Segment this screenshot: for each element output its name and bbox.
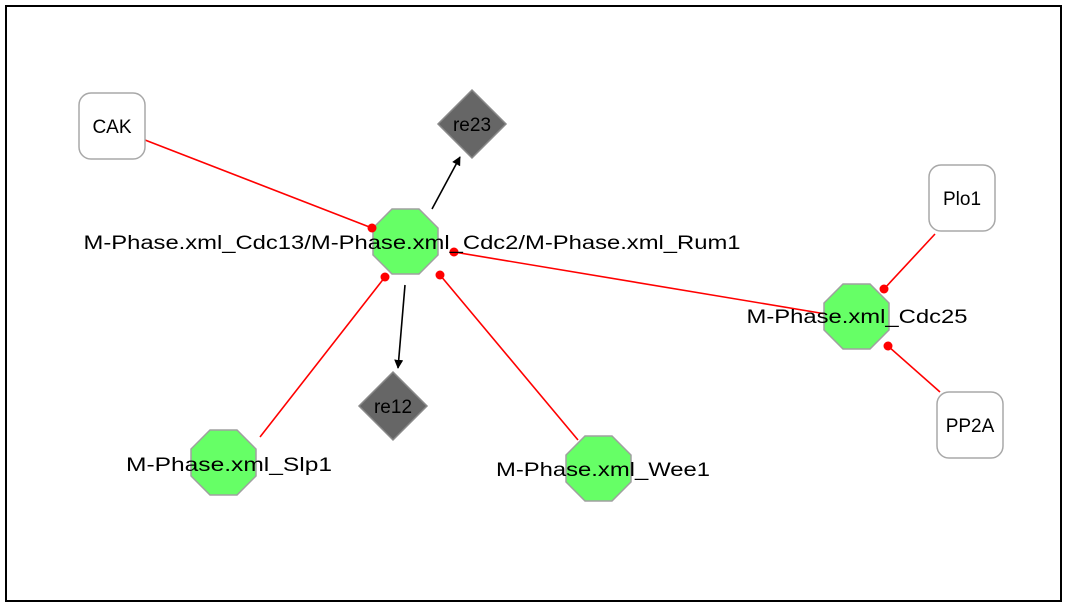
- edge-complex-re23[interactable]: [431, 156, 461, 210]
- node-slp1-label: M-Phase.xml_Slp1: [126, 455, 332, 476]
- edge-slp1-complex[interactable]: [259, 276, 386, 438]
- node-cdc25-octagon[interactable]: [823, 283, 890, 350]
- node-plo1-label: Plo1: [943, 189, 981, 210]
- node-slp1-octagon[interactable]: [190, 429, 257, 496]
- node-re23-diamond[interactable]: [436, 88, 508, 160]
- node-complex-label: M-Phase.xml_Cdc13/M-Phase.xml_Cdc2/M-Pha…: [84, 233, 741, 254]
- edge-end-dot: [879, 284, 889, 294]
- node-re23-label: re23: [453, 115, 491, 136]
- node-cak-label: CAK: [92, 117, 131, 138]
- edge-end-dot: [435, 270, 445, 280]
- node-re12-diamond[interactable]: [357, 370, 429, 442]
- node-cdc25-label: M-Phase.xml_Cdc25: [747, 307, 968, 328]
- node-plo1-box[interactable]: [928, 164, 996, 232]
- node-wee1-octagon[interactable]: [565, 435, 632, 502]
- edge-end-dot: [449, 247, 459, 257]
- edge-cak-complex[interactable]: [144, 139, 373, 229]
- edge-complex-re12[interactable]: [394, 284, 406, 369]
- edge-pp2a-cdc25[interactable]: [887, 345, 941, 393]
- node-pp2a-label: PP2A: [946, 416, 995, 437]
- edge-end-dot: [883, 341, 893, 351]
- node-pp2a-box[interactable]: [936, 391, 1004, 459]
- edge-wee1-complex[interactable]: [439, 274, 579, 441]
- node-complex-octagon[interactable]: [372, 208, 439, 275]
- node-re12-label: re12: [374, 397, 412, 418]
- node-cak-box[interactable]: [78, 92, 146, 160]
- edge-end-dot: [380, 272, 390, 282]
- edge-end-dot: [367, 223, 377, 233]
- node-wee1-label: M-Phase.xml_Wee1: [496, 460, 710, 481]
- edge-plo1-cdc25[interactable]: [883, 233, 936, 290]
- edge-cdc25-complex[interactable]: [453, 251, 827, 315]
